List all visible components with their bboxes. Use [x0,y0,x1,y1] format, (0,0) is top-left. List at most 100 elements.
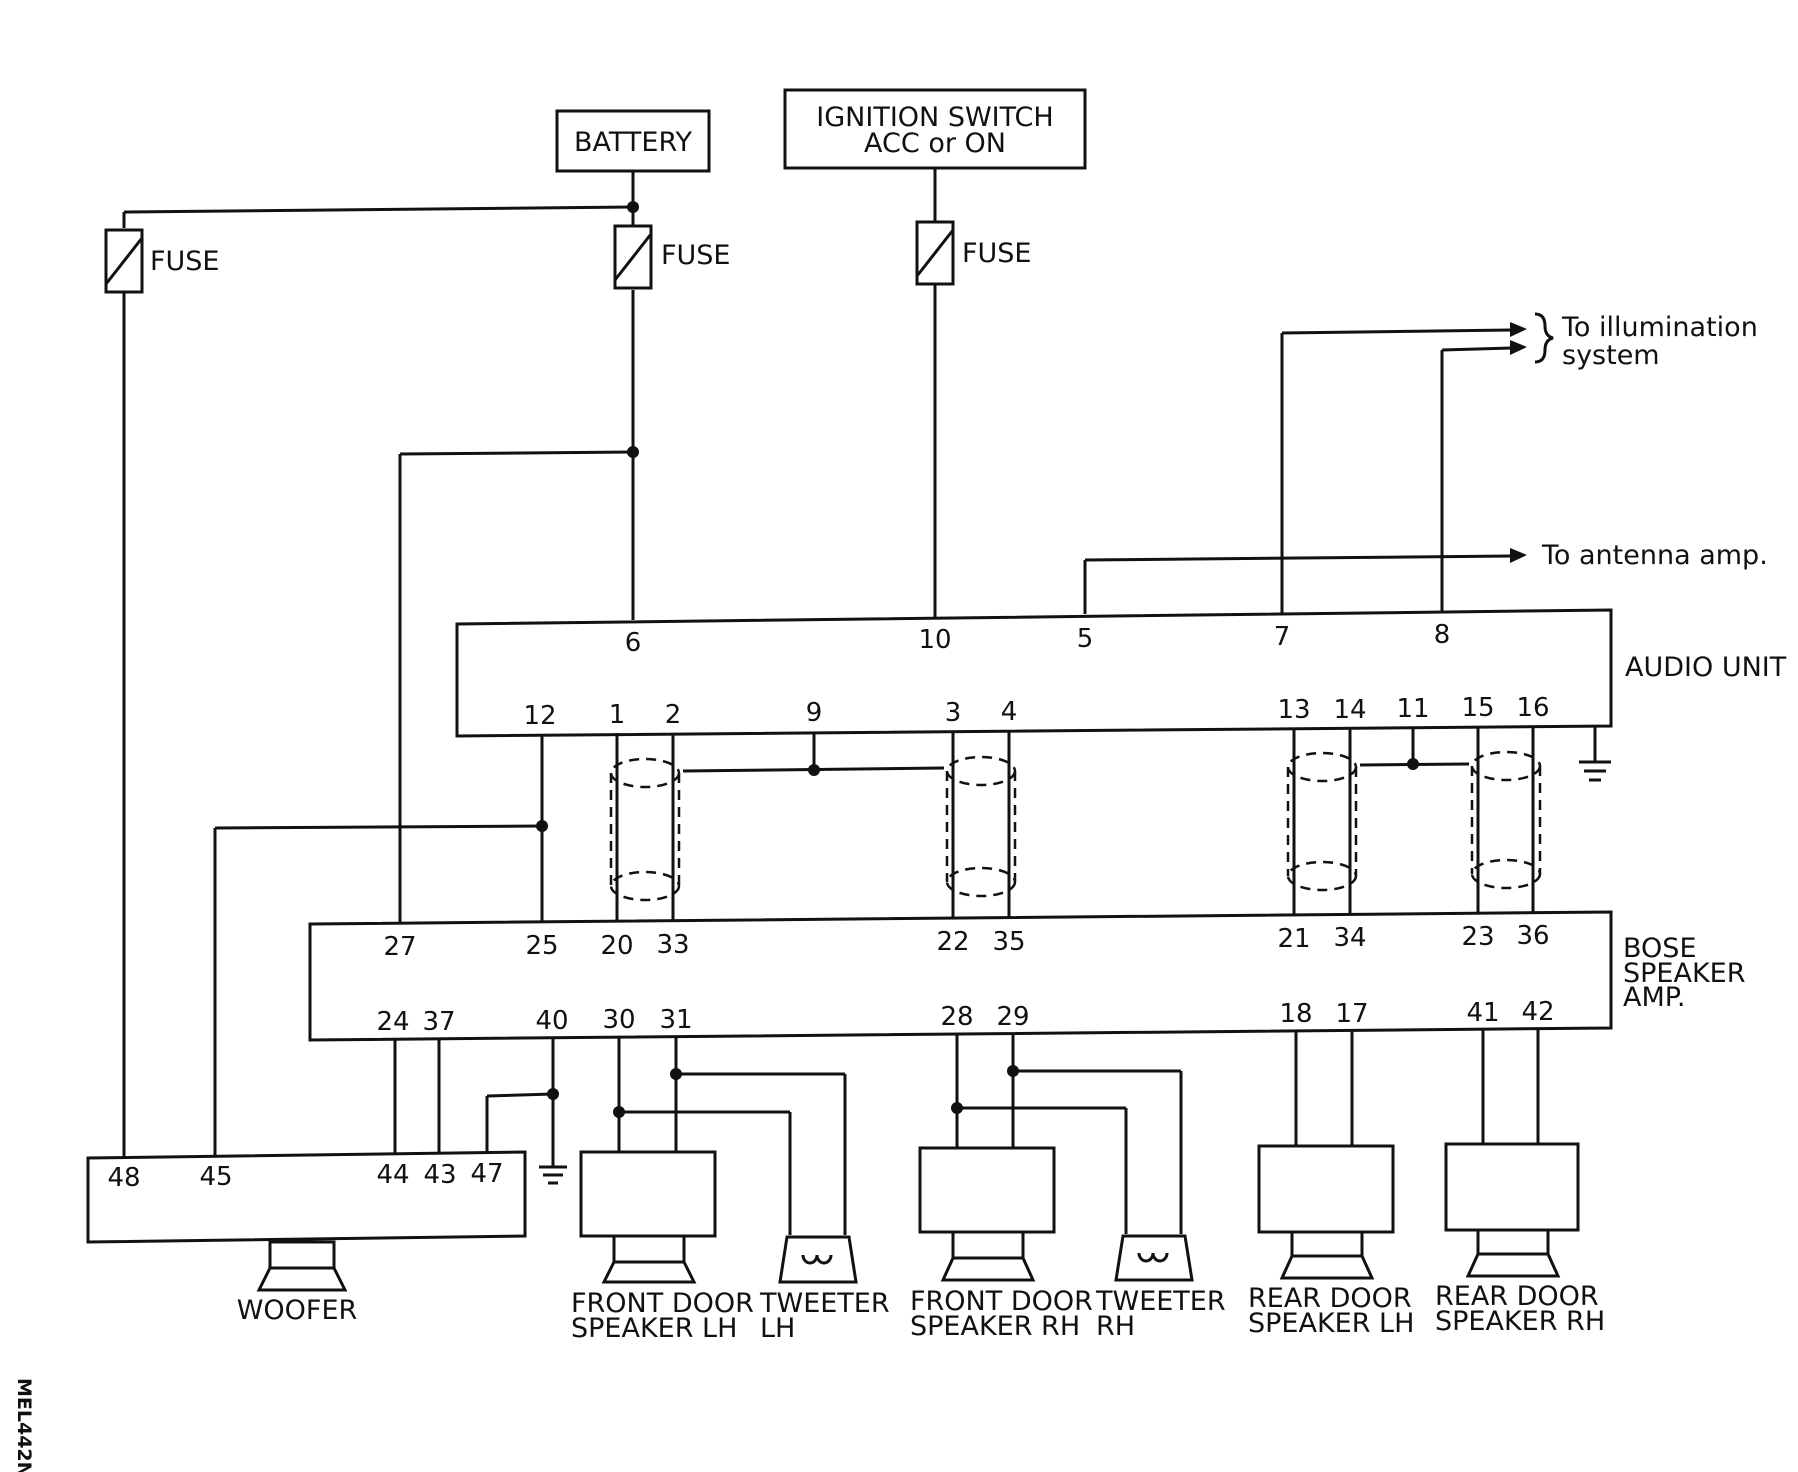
shield-junction-dot [808,764,820,776]
tweeter-rh-label-line2: RH [1096,1311,1135,1342]
audio-pin-5: 5 [1077,624,1094,654]
tweeter-rh-label-line1: TWEETER [1095,1286,1226,1317]
amp-pin-41: 41 [1466,998,1499,1028]
amp-pin-28: 28 [940,1002,973,1032]
shielded-cable-front-rh [945,755,1017,898]
amp-pin-34: 34 [1333,923,1366,953]
audio-pin-2: 2 [665,700,682,730]
ground-junction-dot [547,1088,559,1100]
woofer-pin-48: 48 [107,1163,140,1193]
shielded-cable-rear-rh [1470,750,1542,890]
amp-feed-junction-dot [627,446,639,458]
woofer-pin-43: 43 [423,1160,456,1190]
tweeter-lh: TWEETER LH [759,1235,890,1344]
ignition-switch-block: IGNITION SWITCH ACC or ON [783,88,1087,170]
audio-unit-ground [1579,726,1611,782]
amp-pin-35: 35 [992,927,1025,957]
tweeter-lh-junction-dot [670,1068,682,1080]
audio-pin-1: 1 [609,700,626,730]
audio-pin-10: 10 [918,625,951,655]
front-door-speaker-lh: FRONT DOOR SPEAKER LH [571,1150,754,1344]
tweeter-lh-label-line1: TWEETER [759,1288,890,1319]
fuse-battery: FUSE [613,224,731,290]
amp-pin-33: 33 [656,930,689,960]
shield-junction-dot [1407,758,1419,770]
amp-pin-17: 17 [1335,999,1368,1029]
bose-label-line1: BOSE [1623,933,1697,964]
amp-pin-23: 23 [1461,922,1494,952]
woofer-pin-44: 44 [376,1160,409,1190]
amp-pin-20: 20 [600,931,633,961]
audio-unit-label: AUDIO UNIT [1625,652,1787,683]
audio-pin-14: 14 [1333,695,1366,725]
tweeter-lh-junction-dot [613,1106,625,1118]
bose-speaker-amp: BOSE SPEAKER AMP. 27 25 20 33 22 35 21 3… [308,910,1745,1042]
audio-pin-11: 11 [1396,694,1429,724]
rear-door-speaker-rh-label-line2: SPEAKER RH [1435,1306,1605,1337]
battery-feed-wires [122,171,639,1166]
battery-block: BATTERY [555,109,711,173]
ignition-label-line2: ACC or ON [864,128,1006,159]
woofer-pin-45: 45 [199,1162,232,1192]
woofer: 48 45 44 43 47 WOOFER [86,1150,527,1326]
fuse-label: FUSE [962,238,1032,269]
audio-pin-8: 8 [1434,620,1451,650]
audio-pin-7: 7 [1274,622,1291,652]
tweeter-lh-label-line2: LH [760,1313,795,1344]
audio-pin-3: 3 [945,698,962,728]
shielded-cable-rear-lh [1286,751,1358,892]
front-door-speaker-lh-label-line2: SPEAKER LH [571,1313,737,1344]
to-antenna-amp-label: To antenna amp. [1541,540,1768,571]
audio-pin-16: 16 [1516,693,1549,723]
shielded-cable-front-lh [609,757,681,902]
to-illumination-label-line1: To illumination [1561,312,1758,343]
amp-pin-21: 21 [1277,924,1310,954]
antenna-output: To antenna amp. [1083,540,1768,614]
woofer-pin-47: 47 [470,1159,503,1189]
bose-label-line2: SPEAKER [1623,958,1745,989]
amp-pin-22: 22 [936,927,969,957]
fuse-label: FUSE [661,240,731,271]
fuse-label: FUSE [150,246,220,277]
amp-pin-40: 40 [535,1006,568,1036]
amp-output-wires [393,1028,1540,1235]
amp-pin-31: 31 [659,1005,692,1035]
amp-pin-18: 18 [1279,999,1312,1029]
tweeter-rh-junction-dot [951,1102,963,1114]
amp-pin-42: 42 [1521,997,1554,1027]
audio-pin-9: 9 [806,698,823,728]
audio-pin-15: 15 [1461,693,1494,723]
amp-pin-25: 25 [525,931,558,961]
front-door-speaker-lh-label-line1: FRONT DOOR [571,1288,754,1319]
rear-door-speaker-lh-label-line1: REAR DOOR [1248,1283,1412,1314]
amp-pin-29: 29 [996,1002,1029,1032]
remote-junction-dot [536,820,548,832]
audio-pin-13: 13 [1277,695,1310,725]
to-illumination-label-line2: system [1562,340,1660,371]
front-door-speaker-rh-label-line2: SPEAKER RH [910,1311,1080,1342]
amp-pin-30: 30 [602,1005,635,1035]
ignition-label-line1: IGNITION SWITCH [816,102,1053,133]
audio-pin-4: 4 [1001,697,1018,727]
front-door-speaker-rh: FRONT DOOR SPEAKER RH [910,1146,1093,1342]
front-door-speaker-rh-label-line1: FRONT DOOR [910,1286,1093,1317]
amp-pin-36: 36 [1516,921,1549,951]
battery-label: BATTERY [574,127,693,158]
woofer-label: WOOFER [237,1295,358,1326]
rear-door-speaker-rh: REAR DOOR SPEAKER RH [1435,1142,1605,1337]
amp-pin-27: 27 [383,932,416,962]
battery-junction-dot [627,201,639,213]
fuse-woofer: FUSE [104,228,220,294]
amp-pin-37: 37 [422,1007,455,1037]
audio-unit: AUDIO UNIT 6 10 5 7 8 12 1 2 9 3 4 13 14… [455,608,1787,738]
illumination-output: To illumination system [1280,312,1758,614]
rear-door-speaker-rh-label-line1: REAR DOOR [1435,1281,1599,1312]
tweeter-rh-junction-dot [1007,1065,1019,1077]
rear-door-speaker-lh-label-line2: SPEAKER LH [1248,1308,1414,1339]
audio-pin-12: 12 [523,701,556,731]
tweeter-rh: TWEETER RH [1095,1234,1226,1342]
figure-code: MEL442N [13,1378,35,1472]
amp-pin-24: 24 [376,1007,409,1037]
rear-door-speaker-lh: REAR DOOR SPEAKER LH [1248,1144,1414,1339]
fuse-ignition: FUSE [915,220,1032,286]
